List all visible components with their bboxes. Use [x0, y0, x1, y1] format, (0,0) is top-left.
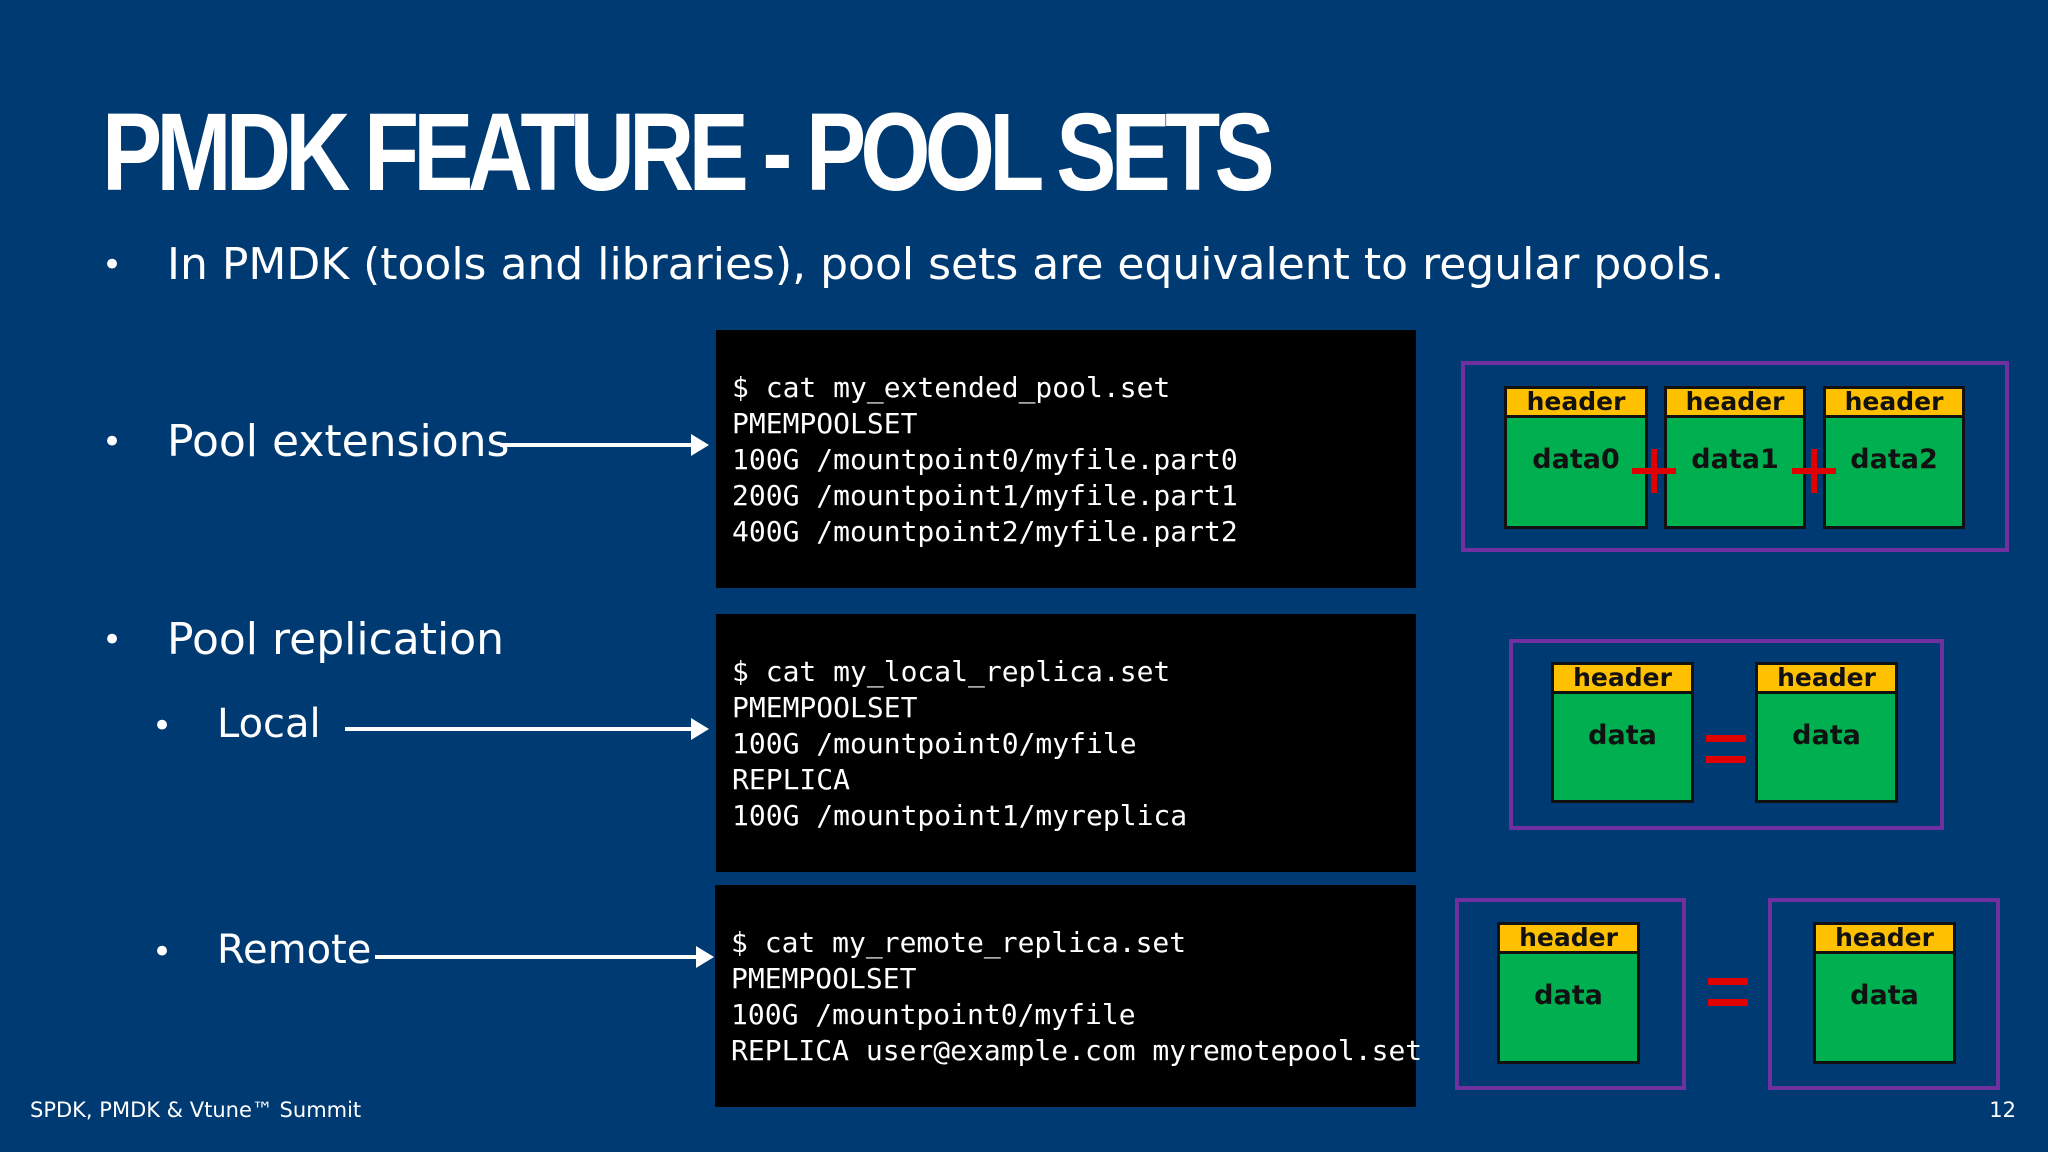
code-line: $ cat my_remote_replica.set	[731, 926, 1187, 959]
extension-outline	[1461, 361, 2009, 552]
replica-block: header data	[1497, 922, 1640, 1064]
code-line: REPLICA	[732, 763, 851, 796]
arrow-local	[345, 718, 709, 740]
block-data: data	[1588, 720, 1657, 751]
slide-title: PMDK FEATURE - POOL SETS	[102, 91, 1275, 214]
block-header: header	[1500, 925, 1637, 954]
block-data: data	[1792, 720, 1861, 751]
block-data: data	[1534, 980, 1603, 1011]
code-line: $ cat my_extended_pool.set	[732, 371, 1171, 404]
block-data: data1	[1691, 444, 1779, 475]
remote-replica-outline	[1768, 898, 2000, 1090]
bullet-marker: •	[152, 932, 173, 972]
block-data: data	[1850, 980, 1919, 1011]
code-line: 100G /mountpoint0/myfile	[732, 727, 1137, 760]
block-header: header	[1554, 665, 1691, 694]
code-line: 200G /mountpoint1/myfile.part1	[732, 479, 1238, 512]
code-line: 400G /mountpoint2/myfile.part2	[732, 515, 1238, 548]
code-line: REPLICA user@example.com myremotepool.se…	[731, 1034, 1423, 1067]
code-line: 100G /mountpoint1/myreplica	[732, 799, 1188, 832]
replica-block: header data	[1755, 662, 1898, 803]
arrow-remote	[375, 946, 714, 968]
bullet-local: Local	[217, 701, 321, 747]
bullet-pool-extensions: Pool extensions	[167, 416, 510, 467]
code-line: PMEMPOOLSET	[731, 962, 917, 995]
local-replica-outline	[1509, 639, 1944, 830]
block-header: header	[1758, 665, 1895, 694]
code-line: 100G /mountpoint0/myfile.part0	[732, 443, 1238, 476]
code-extended-pool: $ cat my_extended_pool.set PMEMPOOLSET 1…	[716, 330, 1416, 588]
block-header: header	[1826, 389, 1962, 418]
block-data: data0	[1532, 444, 1620, 475]
equals-icon	[1708, 978, 1748, 1006]
pool-part-block: header data1	[1664, 386, 1806, 529]
pool-part-block: header data0	[1504, 386, 1648, 529]
arrow-extensions	[500, 434, 709, 456]
bullet-remote: Remote	[217, 927, 372, 973]
block-data: data2	[1850, 444, 1938, 475]
pool-part-block: header data2	[1823, 386, 1965, 529]
bullet-pool-replication: Pool replication	[167, 614, 505, 665]
bullet-marker: •	[152, 706, 173, 746]
bullet-intro: In PMDK (tools and libraries), pool sets…	[167, 239, 1725, 290]
code-line: PMEMPOOLSET	[732, 691, 918, 724]
replica-block: header data	[1551, 662, 1694, 803]
block-header: header	[1667, 389, 1803, 418]
code-line: PMEMPOOLSET	[732, 407, 918, 440]
remote-local-outline	[1455, 898, 1686, 1090]
block-header: header	[1507, 389, 1645, 418]
footer-text: SPDK, PMDK & Vtune™ Summit	[30, 1098, 362, 1122]
code-line: $ cat my_local_replica.set	[732, 655, 1171, 688]
bullet-marker: •	[102, 422, 123, 462]
equals-icon	[1706, 735, 1746, 763]
code-line: 100G /mountpoint0/myfile	[731, 998, 1136, 1031]
code-local-replica: $ cat my_local_replica.set PMEMPOOLSET 1…	[716, 614, 1416, 872]
bullet-marker: •	[102, 245, 123, 285]
replica-block: header data	[1813, 922, 1956, 1064]
bullet-marker: •	[102, 620, 123, 660]
page-number: 12	[1989, 1098, 2016, 1122]
block-header: header	[1816, 925, 1953, 954]
code-remote-replica: $ cat my_remote_replica.set PMEMPOOLSET …	[715, 885, 1423, 1107]
